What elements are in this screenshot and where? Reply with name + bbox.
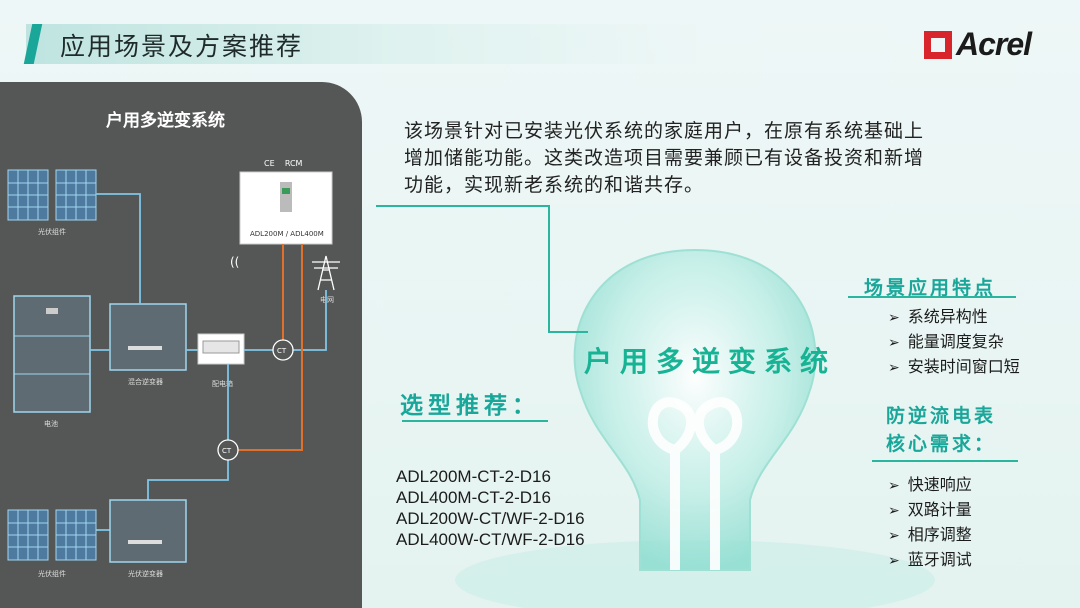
wiring-orange [238, 244, 303, 451]
header-bar [26, 24, 706, 64]
diagram-title: 户用多逆变系统 [106, 111, 225, 131]
model-item: ADL400W-CT/WF-2-D16 [396, 530, 585, 549]
pv-panel-top-icon [7, 169, 97, 221]
feature-item: 系统异构性 [888, 305, 1020, 330]
pv-label-bottom: 光伏组件 [38, 569, 66, 578]
ct-label-bottom: CT [222, 447, 232, 455]
model-item: ADL200W-CT/WF-2-D16 [396, 509, 585, 528]
wireless-icon: (( [230, 255, 239, 269]
meter-box [239, 171, 333, 245]
connector-features [848, 296, 1016, 298]
model-item: ADL200M-CT-2-D16 [396, 467, 551, 486]
requirement-item: 相序调整 [888, 523, 972, 548]
logo-mark-icon [924, 30, 952, 59]
requirement-item: 双路计量 [888, 498, 972, 523]
page-title: 应用场景及方案推荐 [60, 32, 304, 61]
battery-icon [13, 295, 91, 413]
bulb-graphic [455, 248, 935, 608]
features-title: 场景应用特点 [864, 277, 997, 299]
connector-desc [376, 205, 548, 207]
requirements-title-line2: 核心需求： [886, 433, 997, 455]
bulb-filament-icon [647, 397, 743, 570]
meter-model: ADL200M / ADL400M [250, 230, 324, 238]
logo-text: Acrel [956, 26, 1032, 62]
feature-item: 安装时间窗口短 [888, 355, 1020, 380]
requirements-title-line1: 防逆流电表 [886, 405, 997, 427]
ct-sensor-bottom-icon [217, 439, 239, 461]
pv-label-top: 光伏组件 [38, 227, 66, 236]
wiring-blue [90, 193, 327, 531]
meter-tags: CE RCM [264, 159, 303, 168]
distribution-box-label: 配电箱 [212, 379, 233, 388]
hybrid-inverter-label: 混合逆变器 [128, 377, 163, 386]
pv-inverter-icon [109, 499, 187, 563]
requirement-item: 蓝牙调试 [888, 548, 972, 573]
ct-sensor-top-icon [272, 339, 294, 361]
connector-requirements [872, 460, 1018, 462]
scenario-description: 该场景针对已安装光伏系统的家庭用户，在原有系统基础上 增加储能功能。这类改造项目… [404, 120, 925, 196]
selection-title: 选型推荐： [400, 393, 540, 419]
brand-logo: Acrel [924, 26, 1032, 63]
pv-panel-bottom-icon [7, 509, 97, 561]
model-item: ADL400M-CT-2-D16 [396, 488, 551, 507]
connector-selection [402, 420, 548, 422]
requirement-item: 快速响应 [888, 473, 972, 498]
hybrid-inverter-icon [109, 303, 187, 371]
requirements-list: 快速响应 双路计量 相序调整 蓝牙调试 [888, 473, 972, 573]
requirements-title: 防逆流电表 核心需求： [886, 402, 996, 458]
system-diagram: 光伏组件 CE RCM ADL200M / ADL400M (( 电网 电池 混… [7, 159, 340, 578]
ct-label-top: CT [277, 347, 287, 355]
battery-label: 电池 [44, 419, 58, 428]
feature-item: 能量调度复杂 [888, 330, 1020, 355]
pv-inverter-label: 光伏逆变器 [128, 569, 163, 578]
distribution-box-icon [197, 333, 245, 365]
connector-desc-v [548, 205, 550, 331]
bulb-title: 户用多逆变系统 [584, 345, 837, 378]
grid-tower-icon [312, 255, 340, 291]
model-list: ADL200M-CT-2-D16 ADL400M-CT-2-D16 ADL200… [396, 466, 585, 550]
connector-desc-h [548, 331, 588, 333]
grid-label: 电网 [320, 295, 334, 304]
features-list: 系统异构性 能量调度复杂 安装时间窗口短 [888, 305, 1020, 380]
